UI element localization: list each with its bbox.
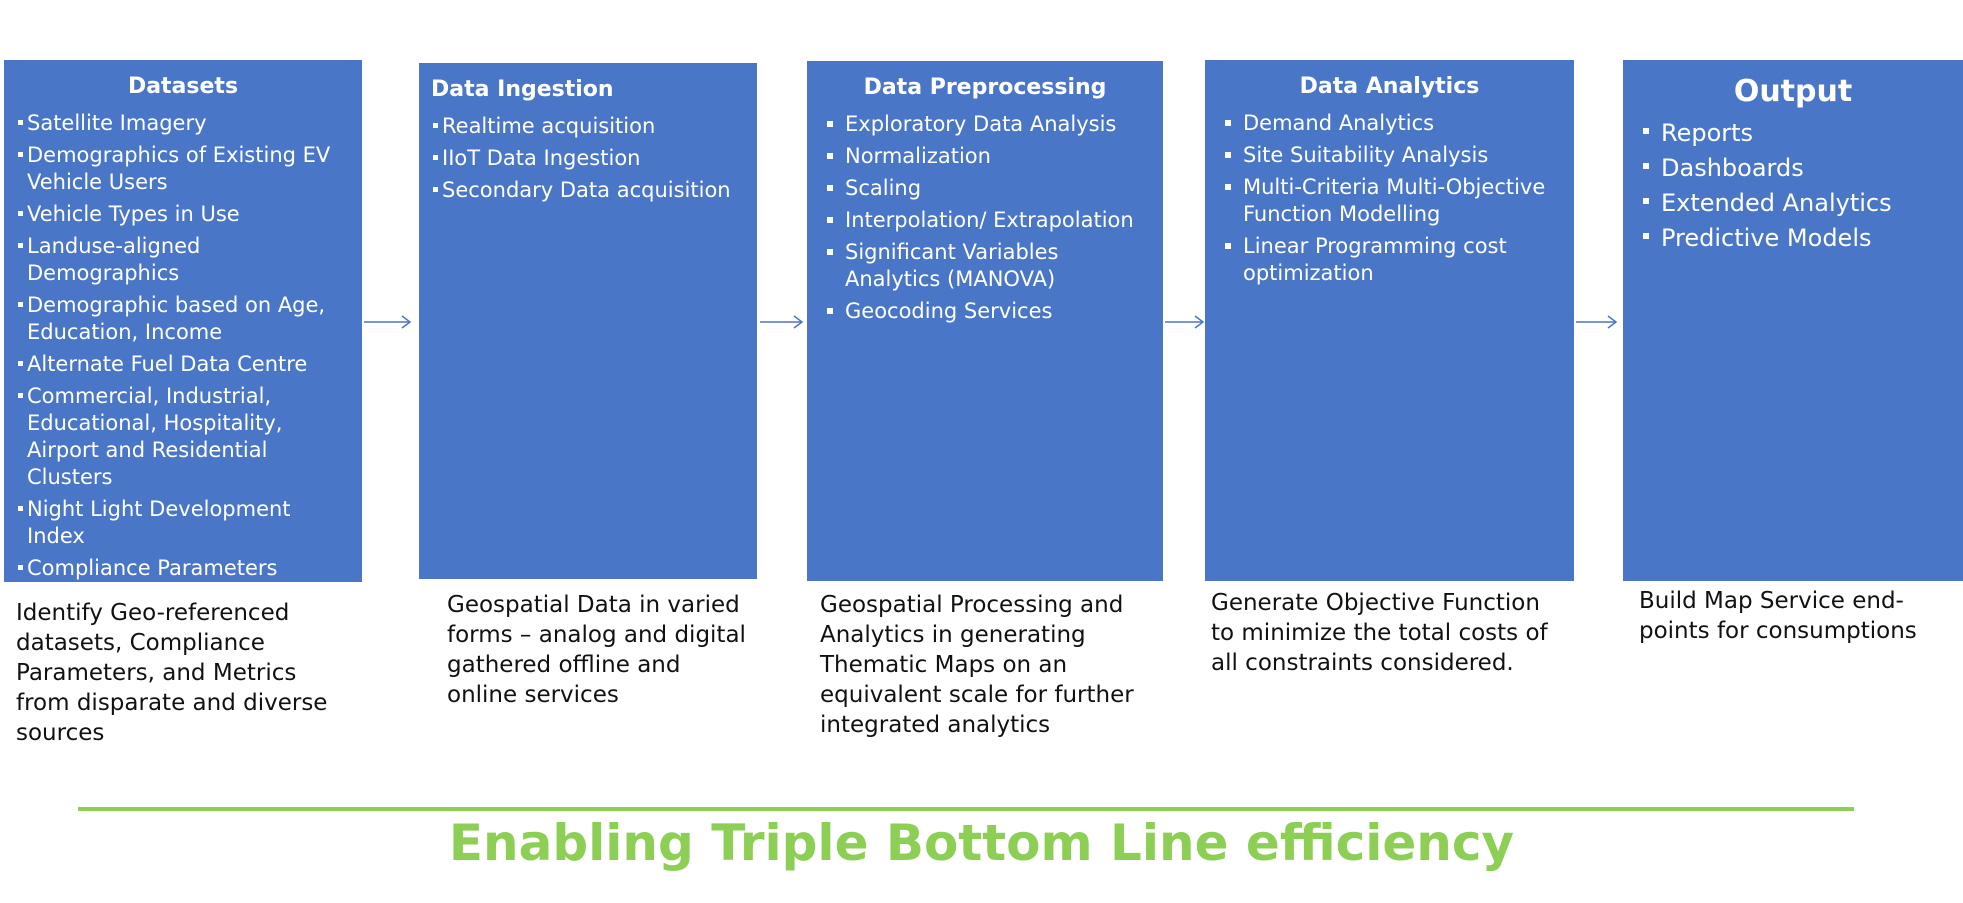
list-item: Interpolation/ Extrapolation xyxy=(825,207,1151,234)
stage-output-box: Output Reports Dashboards Extended Analy… xyxy=(1623,60,1963,581)
stage-preprocessing-box: Data Preprocessing Exploratory Data Anal… xyxy=(807,61,1163,581)
list-item: Commercial, Industrial, Educational, Hos… xyxy=(16,383,350,491)
list-item: Exploratory Data Analysis xyxy=(825,111,1151,138)
stage-datasets-box: Datasets Satellite Imagery Demographics … xyxy=(4,60,362,639)
arrow-right-icon xyxy=(1576,315,1618,329)
list-item: Demographics of Existing EV Vehicle User… xyxy=(16,142,350,196)
list-item: Dashboards xyxy=(1641,153,1951,183)
list-item: Secondary Data acquisition xyxy=(431,177,745,204)
stage-item-list: Exploratory Data Analysis Normalization … xyxy=(819,111,1151,325)
arrow-right-icon xyxy=(364,315,412,329)
stage-item-list: Reports Dashboards Extended Analytics Pr… xyxy=(1635,118,1951,253)
tagline: Enabling Triple Bottom Line efficiency xyxy=(448,814,1515,872)
list-item: Landuse-aligned Demographics xyxy=(16,233,350,287)
stage-title: Data Ingestion xyxy=(431,77,614,102)
list-item: Demand Analytics xyxy=(1223,110,1562,137)
list-item: Demographic based on Age, Education, Inc… xyxy=(16,292,350,346)
arrow-right-icon xyxy=(1165,315,1205,329)
stage-description: Geospatial Data in varied forms – analog… xyxy=(447,592,746,708)
list-item: Normalization xyxy=(825,143,1151,170)
stage-item-list: Realtime acquisition IIoT Data Ingestion… xyxy=(431,113,745,204)
stage-item-list: Satellite Imagery Demographics of Existi… xyxy=(16,110,350,641)
stage-title: Datasets xyxy=(127,74,239,99)
stage-title: Output xyxy=(1733,74,1853,109)
stage-description: Generate Objective Function to minimize … xyxy=(1211,590,1548,676)
stage-description: Build Map Service end-points for consump… xyxy=(1639,588,1917,644)
list-item: Significant Variables Analytics (MANOVA) xyxy=(825,239,1151,293)
stage-description: Identify Geo-referenced datasets, Compli… xyxy=(16,600,328,746)
list-item: Compliance Parameters including from ESG xyxy=(16,555,350,609)
list-item: Satellite Imagery xyxy=(16,110,350,137)
list-item: Reports xyxy=(1641,118,1951,148)
list-item: Predictive Models xyxy=(1641,223,1951,253)
stage-analytics-box: Data Analytics Demand Analytics Site Sui… xyxy=(1205,60,1574,581)
list-item: Time of Day / Night xyxy=(16,614,350,641)
stage-item-list: Demand Analytics Site Suitability Analys… xyxy=(1217,110,1562,287)
list-item: Geocoding Services xyxy=(825,298,1151,325)
list-item: IIoT Data Ingestion xyxy=(431,145,745,172)
list-item: Night Light Development Index xyxy=(16,496,350,550)
list-item: Site Suitability Analysis xyxy=(1223,142,1562,169)
list-item: Vehicle Types in Use xyxy=(16,201,350,228)
list-item: Linear Programming cost optimization xyxy=(1223,233,1562,287)
list-item: Multi-Criteria Multi-Objective Function … xyxy=(1223,174,1562,228)
list-item: Extended Analytics xyxy=(1641,188,1951,218)
divider-line xyxy=(78,807,1854,811)
stage-title: Data Preprocessing xyxy=(863,75,1107,100)
stage-ingestion-box: Data Ingestion Realtime acquisition IIoT… xyxy=(419,63,757,579)
list-item: Scaling xyxy=(825,175,1151,202)
list-item: Alternate Fuel Data Centre xyxy=(16,351,350,378)
arrow-right-icon xyxy=(760,315,804,329)
stage-title: Data Analytics xyxy=(1299,74,1480,99)
list-item: Realtime acquisition xyxy=(431,113,745,140)
stage-description: Geospatial Processing and Analytics in g… xyxy=(820,592,1134,738)
